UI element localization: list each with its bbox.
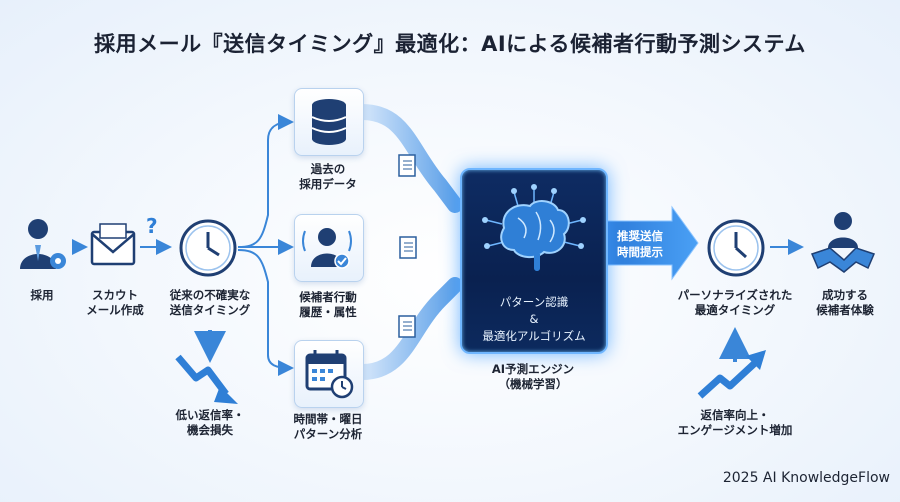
document-icon bbox=[398, 154, 416, 177]
calendar-icon bbox=[305, 350, 354, 399]
engine-text: パターン認識 & 最適化アルゴリズム bbox=[482, 295, 586, 343]
question-mark: ? bbox=[146, 214, 158, 238]
engine-caption: AI予測エンジン（機械学習） bbox=[491, 362, 575, 391]
handshake-icon bbox=[810, 212, 876, 273]
past-data-box bbox=[294, 88, 364, 156]
scout-mail-label: スカウトメール作成 bbox=[86, 288, 144, 317]
document-icon bbox=[399, 236, 417, 259]
page-title: 採用メール『送信タイミング』最適化：AIによる候補者行動予測システム bbox=[94, 32, 806, 56]
recruiter-icon bbox=[20, 219, 66, 269]
recommend-arrow-shape bbox=[605, 205, 699, 281]
low-reply-label: 低い返信率・機会損失 bbox=[175, 408, 245, 437]
database-icon bbox=[311, 99, 347, 145]
flow-bottom bbox=[354, 277, 463, 380]
ai-engine-panel: パターン認識 & 最適化アルゴリズム bbox=[460, 168, 608, 354]
credit-text: 2025 AI KnowledgeFlow bbox=[722, 470, 890, 486]
document-icon bbox=[398, 315, 416, 338]
recruit-label: 採用 bbox=[30, 288, 54, 302]
past-data-label: 過去の採用データ bbox=[299, 162, 357, 191]
personalized-timing-label: パーソナライズされた最適タイミング bbox=[677, 288, 793, 317]
uptrend-icon bbox=[697, 359, 759, 399]
optimal-clock-icon bbox=[707, 219, 765, 277]
candidate-history-box bbox=[294, 214, 364, 282]
flow-top bbox=[354, 104, 463, 213]
timeslot-label: 時間帯・曜日パターン分析 bbox=[293, 412, 363, 441]
candidate-icon bbox=[302, 228, 352, 269]
clock-icon bbox=[179, 219, 237, 277]
branch-top bbox=[237, 114, 294, 248]
success-label: 成功する候補者体験 bbox=[816, 288, 874, 317]
downtrend-icon bbox=[175, 354, 229, 397]
uncertain-timing-label: 従来の不確実な送信タイミング bbox=[169, 288, 251, 317]
candidate-history-label: 候補者行動履歴・属性 bbox=[299, 290, 357, 319]
timeslot-box bbox=[294, 340, 364, 408]
brain-icon bbox=[482, 184, 586, 271]
improvement-label: 返信率向上・エンゲージメント増加 bbox=[677, 408, 793, 437]
envelope-icon bbox=[90, 223, 136, 266]
branch-bottom bbox=[237, 249, 294, 376]
recommend-label: 推奨送信時間提示 bbox=[617, 229, 663, 259]
